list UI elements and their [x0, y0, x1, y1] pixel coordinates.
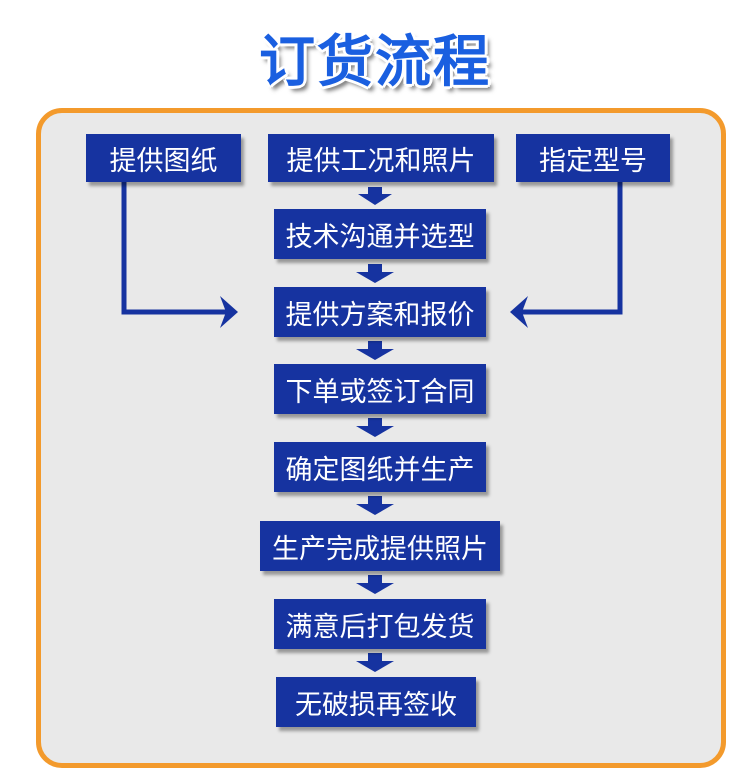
box-specify-model: 指定型号 — [516, 134, 670, 182]
step-production-photos: 生产完成提供照片 — [260, 521, 500, 571]
step-pack-ship: 满意后打包发货 — [274, 599, 486, 649]
left-connector-arrowhead — [220, 296, 238, 328]
down-arrow-5 — [356, 496, 394, 515]
right-connector-arrowhead — [510, 296, 528, 328]
down-arrow-4 — [356, 418, 394, 437]
right-connector-line — [520, 182, 623, 315]
down-arrow-1 — [358, 187, 392, 205]
step-technical-communication: 技术沟通并选型 — [274, 209, 486, 259]
box-provide-drawings: 提供图纸 — [86, 134, 241, 182]
down-arrow-6 — [356, 575, 394, 594]
diagram-title: 订货流程 — [259, 30, 491, 95]
down-arrow-3 — [356, 341, 394, 360]
down-arrow-7 — [356, 653, 394, 672]
left-connector-line — [121, 182, 228, 315]
box-provide-conditions-photos: 提供工况和照片 — [268, 134, 494, 182]
step-solution-quotation: 提供方案和报价 — [274, 287, 486, 337]
step-sign-receipt: 无破损再签收 — [276, 677, 476, 727]
step-confirm-drawings: 确定图纸并生产 — [274, 442, 486, 492]
step-place-order: 下单或签订合同 — [274, 364, 486, 414]
down-arrow-2 — [356, 264, 394, 283]
